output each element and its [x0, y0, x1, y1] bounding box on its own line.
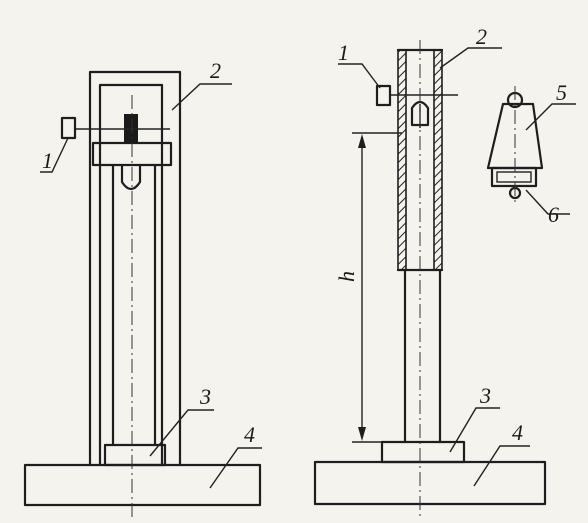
- right-block: [380, 440, 466, 464]
- left-leader-3: [149, 409, 214, 457]
- left-hook: [120, 164, 142, 191]
- detail-base-inner: [496, 171, 532, 183]
- detail-base-6: [490, 166, 538, 188]
- right-label-2: 2: [476, 24, 487, 49]
- left-guide-tube: [111, 163, 157, 447]
- right-lower-rod: [403, 268, 442, 444]
- left-label-4: 4: [244, 422, 255, 447]
- right-view: h 1 2 3 4 5 6: [313, 24, 576, 520]
- right-label-5: 5: [556, 80, 567, 105]
- left-label-3: 3: [199, 384, 211, 409]
- right-tube-wall-right: [433, 49, 443, 271]
- left-label-1: 1: [42, 148, 53, 173]
- right-leader-3: [449, 407, 500, 453]
- right-leader-6: [525, 189, 570, 215]
- detail-weight-body: [486, 102, 544, 170]
- left-outer-frame: [88, 70, 182, 467]
- right-leader-2: [439, 47, 502, 69]
- right-label-4: 4: [512, 420, 523, 445]
- right-drop-weight: [410, 100, 430, 127]
- dimension-arrow-top: [358, 134, 366, 148]
- left-block: [103, 443, 167, 467]
- left-leader-2: [171, 83, 232, 111]
- right-label-6: 6: [548, 202, 559, 227]
- right-leader-5: [525, 103, 576, 131]
- detail-weight: [486, 86, 544, 206]
- left-view: 1 2 3 4: [23, 58, 262, 520]
- right-item-1: [375, 84, 392, 107]
- right-tube-wall-left: [397, 49, 407, 271]
- left-leader-1: [40, 137, 69, 173]
- right-leader-4: [473, 445, 530, 487]
- right-label-3: 3: [479, 383, 491, 408]
- right-base-plate: [313, 460, 547, 506]
- left-inner-frame: [98, 83, 164, 467]
- left-label-2: 2: [210, 58, 221, 83]
- dimension-arrow-bottom: [358, 427, 366, 441]
- left-leader-4: [209, 447, 262, 489]
- right-label-1: 1: [338, 40, 349, 65]
- left-base-plate: [23, 463, 262, 507]
- right-leader-1: [338, 63, 381, 89]
- dimension-label-h: h: [334, 271, 359, 282]
- left-item-1: [60, 116, 77, 140]
